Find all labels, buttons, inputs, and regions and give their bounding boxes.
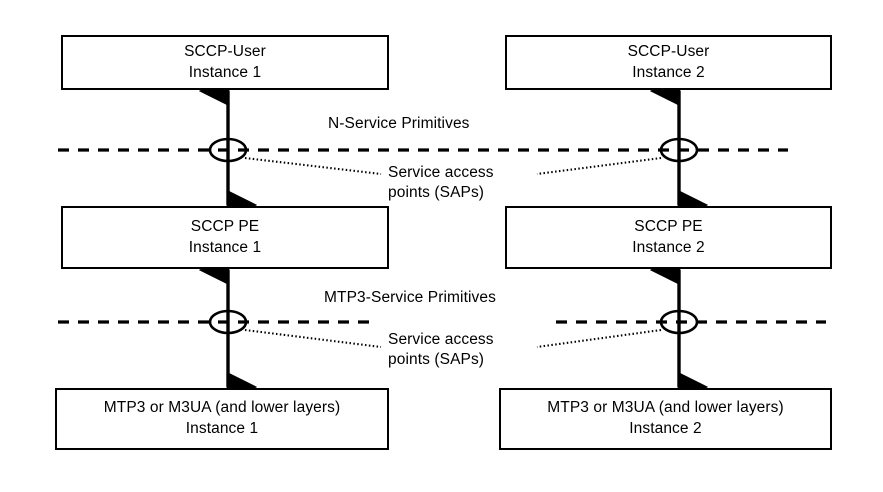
node-title-mtp3-2: MTP3 or M3UA (and lower layers) xyxy=(547,399,784,417)
label-sap-label-bottom: Service access points (SAPs) xyxy=(388,330,494,370)
node-title-sccp-user-2: SCCP-User xyxy=(627,42,710,60)
sap-marker-n-right xyxy=(659,137,699,163)
sap-marker-mtp3-right xyxy=(659,309,699,335)
node-box-mtp3-1: MTP3 or M3UA (and lower layers) Instance … xyxy=(55,388,389,450)
node-title-mtp3-1: MTP3 or M3UA (and lower layers) xyxy=(103,399,341,417)
sap-leader-lines xyxy=(244,156,662,349)
leader-sap-n-right xyxy=(536,156,662,176)
sap-label-top-line-1: Service access xyxy=(388,164,494,181)
node-box-mtp3-2: MTP3 or M3UA (and lower layers) Instance … xyxy=(499,388,832,450)
node-box-sccp-pe-1: SCCP PE Instance 1 xyxy=(61,206,389,269)
sap-markers xyxy=(208,137,699,335)
node-instance-mtp3-2: Instance 2 xyxy=(629,420,702,437)
label-n-service-primitives: N-Service Primitives xyxy=(328,115,470,132)
node-instance-mtp3-1: Instance 1 xyxy=(185,420,259,437)
label-sap-label-top: Service access points (SAPs) xyxy=(388,163,494,203)
sap-label-bottom-line-2: points (SAPs) xyxy=(388,351,485,369)
node-instance-sccp-user-2: Instance 2 xyxy=(632,63,705,81)
leader-sap-n-left xyxy=(244,156,382,176)
node-title-sccp-pe-1: SCCP PE xyxy=(190,217,260,235)
node-title-sccp-user-1: SCCP-User xyxy=(184,42,266,60)
node-instance-sccp-pe-2: Instance 2 xyxy=(632,238,705,256)
sap-label-bottom-line-1: Service access xyxy=(388,331,494,348)
node-box-sccp-pe-2: SCCP PE Instance 2 xyxy=(505,206,832,269)
sap-marker-mtp3-left xyxy=(208,309,248,335)
leader-sap-mtp3-left xyxy=(244,328,382,349)
primitive-arrows xyxy=(198,75,709,403)
label-mtp3-service-primitives: MTP3-Service Primitives xyxy=(324,289,496,306)
leader-sap-mtp3-right xyxy=(536,328,662,349)
sap-marker-n-left xyxy=(208,137,248,163)
node-instance-sccp-pe-1: Instance 1 xyxy=(188,238,262,256)
node-title-sccp-pe-2: SCCP PE xyxy=(634,217,703,235)
sap-label-top-line-2: points (SAPs) xyxy=(388,184,485,202)
node-instance-sccp-user-1: Instance 1 xyxy=(188,63,262,81)
